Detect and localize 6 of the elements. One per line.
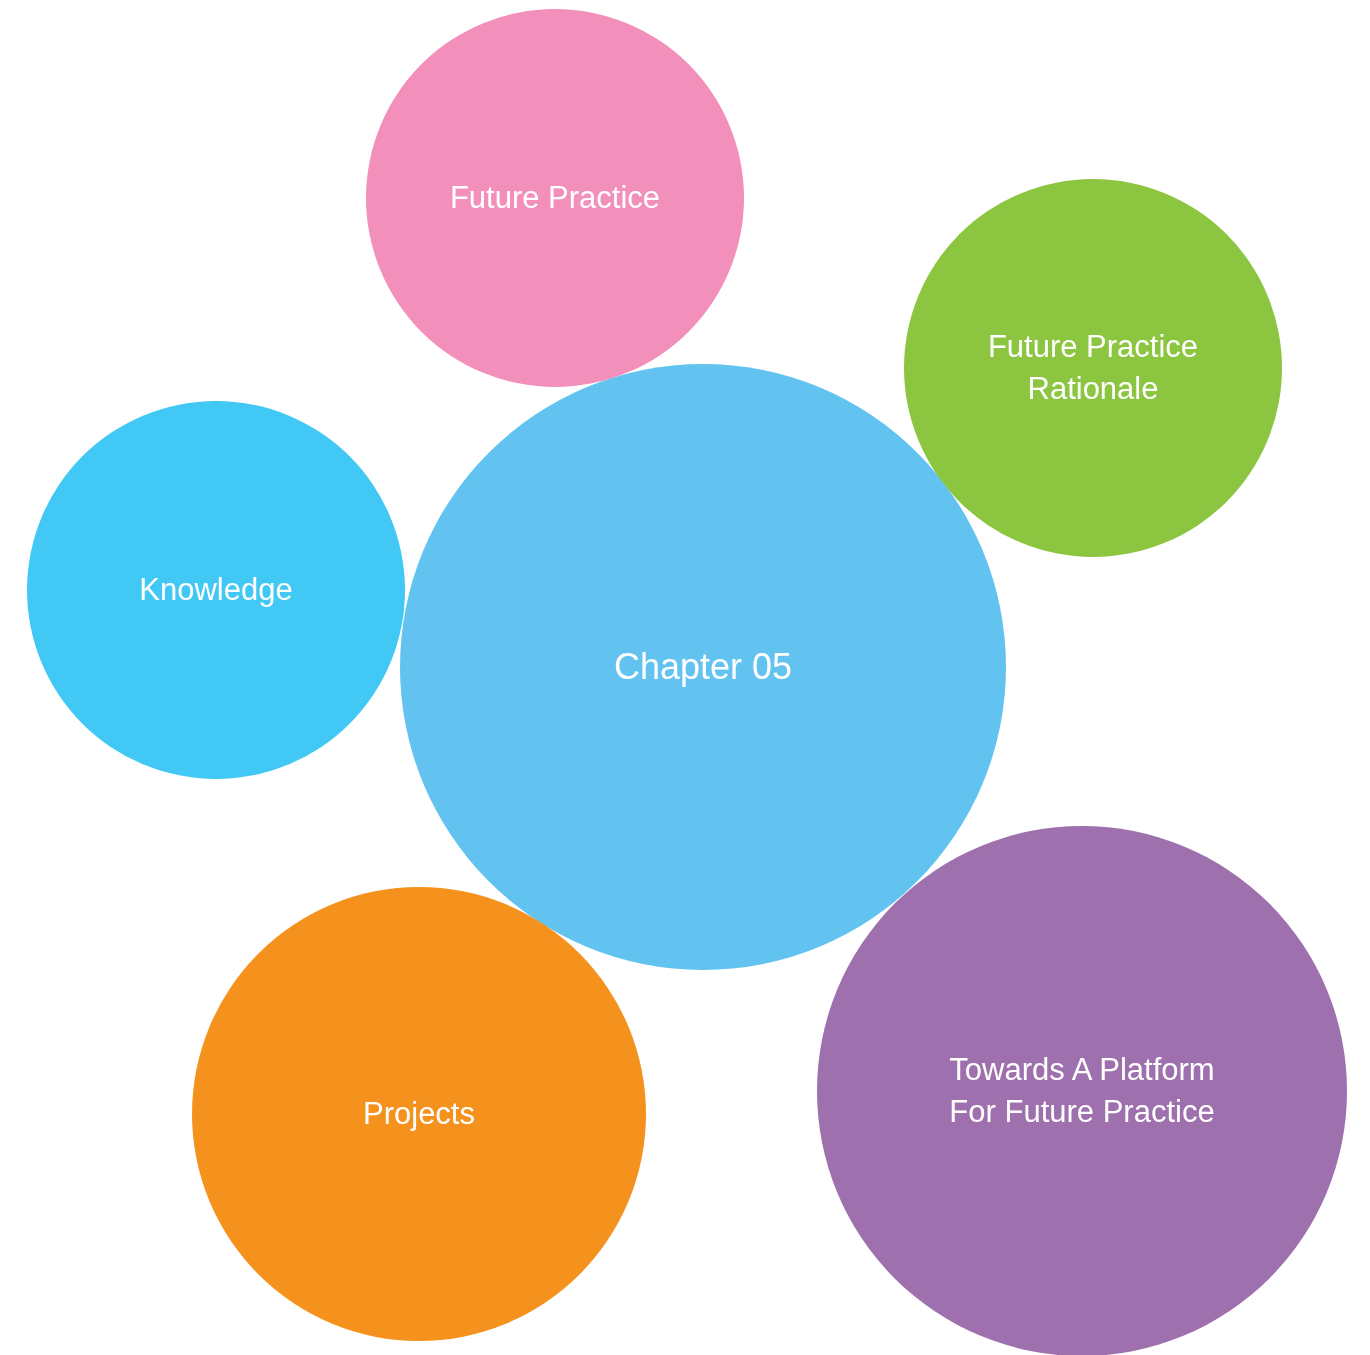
topic-label: Future Practice [449,179,661,218]
topic-label: Chapter 05 [613,644,793,689]
topic-label: Knowledge [139,571,293,610]
topic-label: Towards A Platform For Future Practice [948,1051,1216,1131]
topic-label: Future Practice Rationale [986,328,1200,408]
topic-label: Projects [363,1095,475,1134]
